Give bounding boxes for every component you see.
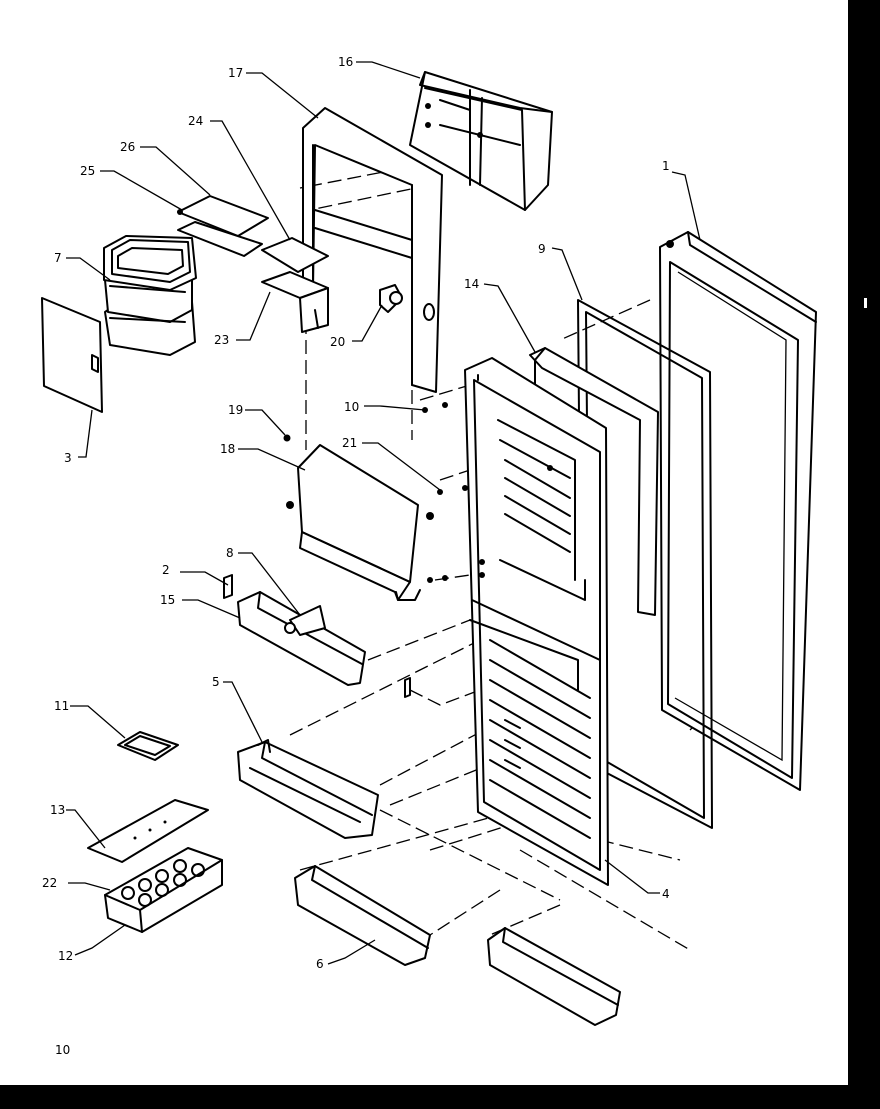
leader-lines [66,61,701,965]
part-ice-tray-lid [87,799,209,863]
part-outer-door-panel [659,231,817,791]
callout-18: 18 [220,442,235,456]
page-number: 10 [55,1043,70,1057]
callout-labels: 1 2 3 4 5 6 7 8 9 10 11 12 13 14 15 16 1… [42,55,670,1057]
part-stacked-containers [103,235,197,356]
part-small-tray [117,731,179,761]
callout-7: 7 [54,251,62,265]
part-plates [177,195,329,273]
callout-11: 11 [54,699,69,713]
callout-12: 12 [58,949,73,963]
part-door-bin-upper [223,574,411,698]
callout-13: 13 [50,803,65,817]
callout-23: 23 [214,333,229,347]
callout-4: 4 [662,887,670,901]
callout-2: 2 [162,563,170,577]
part-small-door [41,297,103,413]
part-shelf-bin-6 [294,865,431,966]
part-screws [283,402,468,583]
callout-24: 24 [188,114,203,128]
callout-6: 6 [316,957,324,971]
callout-3: 3 [64,451,72,465]
callout-8: 8 [226,546,234,560]
callout-10: 10 [344,400,359,414]
callout-19: 19 [228,403,243,417]
callout-16: 16 [338,55,353,69]
callout-14: 14 [464,277,479,291]
callout-17: 17 [228,66,243,80]
part-bracket [261,271,329,333]
part-ice-bin [286,444,434,601]
callout-9: 9 [538,242,546,256]
edge-mark [864,298,867,308]
callout-15: 15 [160,593,175,607]
callout-25: 25 [80,164,95,178]
callout-20: 20 [330,335,345,349]
part-ice-tray [104,847,223,933]
part-switch [379,284,403,313]
part-dispenser-housing [409,71,553,211]
callout-26: 26 [120,140,135,154]
callout-1: 1 [662,159,670,173]
part-door-bin-5 [237,739,379,839]
callout-5: 5 [212,675,220,689]
part-inner-door-liner [464,357,609,886]
part-shelf-bin-lower [487,927,621,1026]
callout-21: 21 [342,436,357,450]
callout-22: 22 [42,876,57,890]
